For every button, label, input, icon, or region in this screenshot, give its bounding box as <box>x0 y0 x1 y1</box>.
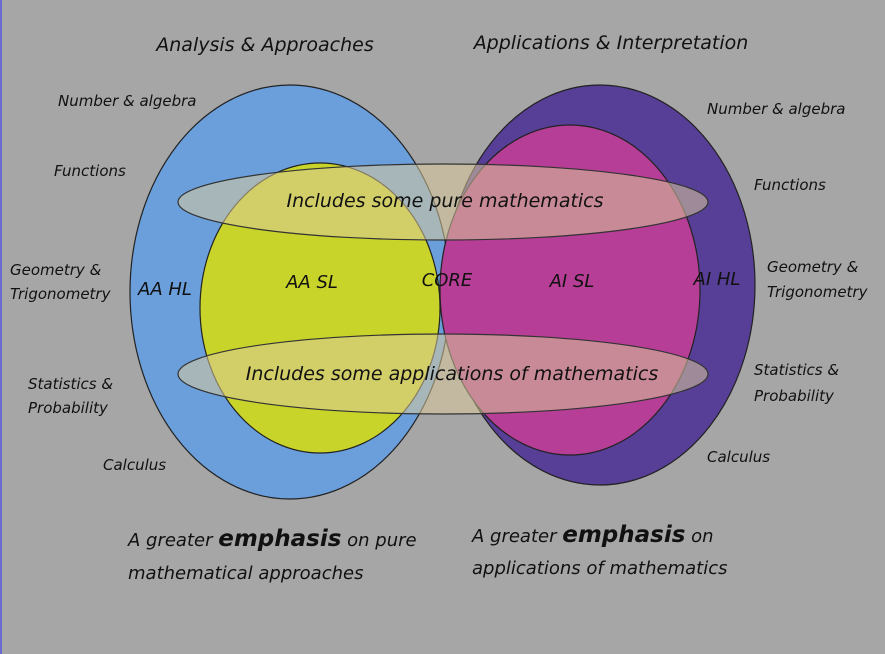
right-topic-geometry: Geometry & <box>767 258 859 276</box>
caption-right-suffix: on <box>685 526 713 547</box>
left-topic-trigonometry: Trigonometry <box>10 285 112 303</box>
left-topic-functions: Functions <box>54 162 126 180</box>
pure-maths-band <box>177 163 709 241</box>
band-label-pure: Includes some pure mathematics <box>286 190 603 212</box>
right-topic-trigonometry: Trigonometry <box>767 283 869 301</box>
left-topic-probability: Probability <box>28 399 109 417</box>
caption-right-line2: applications of mathematics <box>472 558 727 579</box>
caption-right-line1: A greater emphasis on <box>471 522 714 548</box>
right-topic-statistics: Statistics & <box>754 361 839 379</box>
left-topic-statistics: Statistics & <box>28 375 113 393</box>
label-ai-sl: AI SL <box>549 271 595 292</box>
right-topic-probability: Probability <box>754 387 835 405</box>
title-analysis-approaches: Analysis & Approaches <box>154 34 374 56</box>
caption-left-prefix: A greater <box>127 530 218 551</box>
label-aa-sl: AA SL <box>285 272 338 293</box>
left-topic-calculus: Calculus <box>103 456 166 474</box>
band-label-applications: Includes some applications of mathematic… <box>246 363 659 385</box>
label-ai-hl: AI HL <box>693 269 741 290</box>
caption-left-suffix: on pure <box>341 530 416 551</box>
left-topic-geometry: Geometry & <box>10 261 102 279</box>
caption-left-emphasis: emphasis <box>218 526 341 552</box>
right-topic-calculus: Calculus <box>707 448 770 466</box>
label-aa-hl: AA HL <box>137 279 192 300</box>
caption-left-line2: mathematical approaches <box>128 563 363 584</box>
left-topic-number-algebra: Number & algebra <box>58 92 196 110</box>
caption-right-prefix: A greater <box>471 526 562 547</box>
right-topic-functions: Functions <box>754 176 826 194</box>
right-topic-number-algebra: Number & algebra <box>707 100 845 118</box>
label-core: CORE <box>422 270 473 291</box>
left-edge-rule <box>0 0 2 654</box>
caption-left-line1: A greater emphasis on pure <box>127 526 417 552</box>
applications-band <box>177 333 709 415</box>
caption-right-emphasis: emphasis <box>562 522 685 548</box>
title-applications-interpretation: Applications & Interpretation <box>472 32 749 54</box>
